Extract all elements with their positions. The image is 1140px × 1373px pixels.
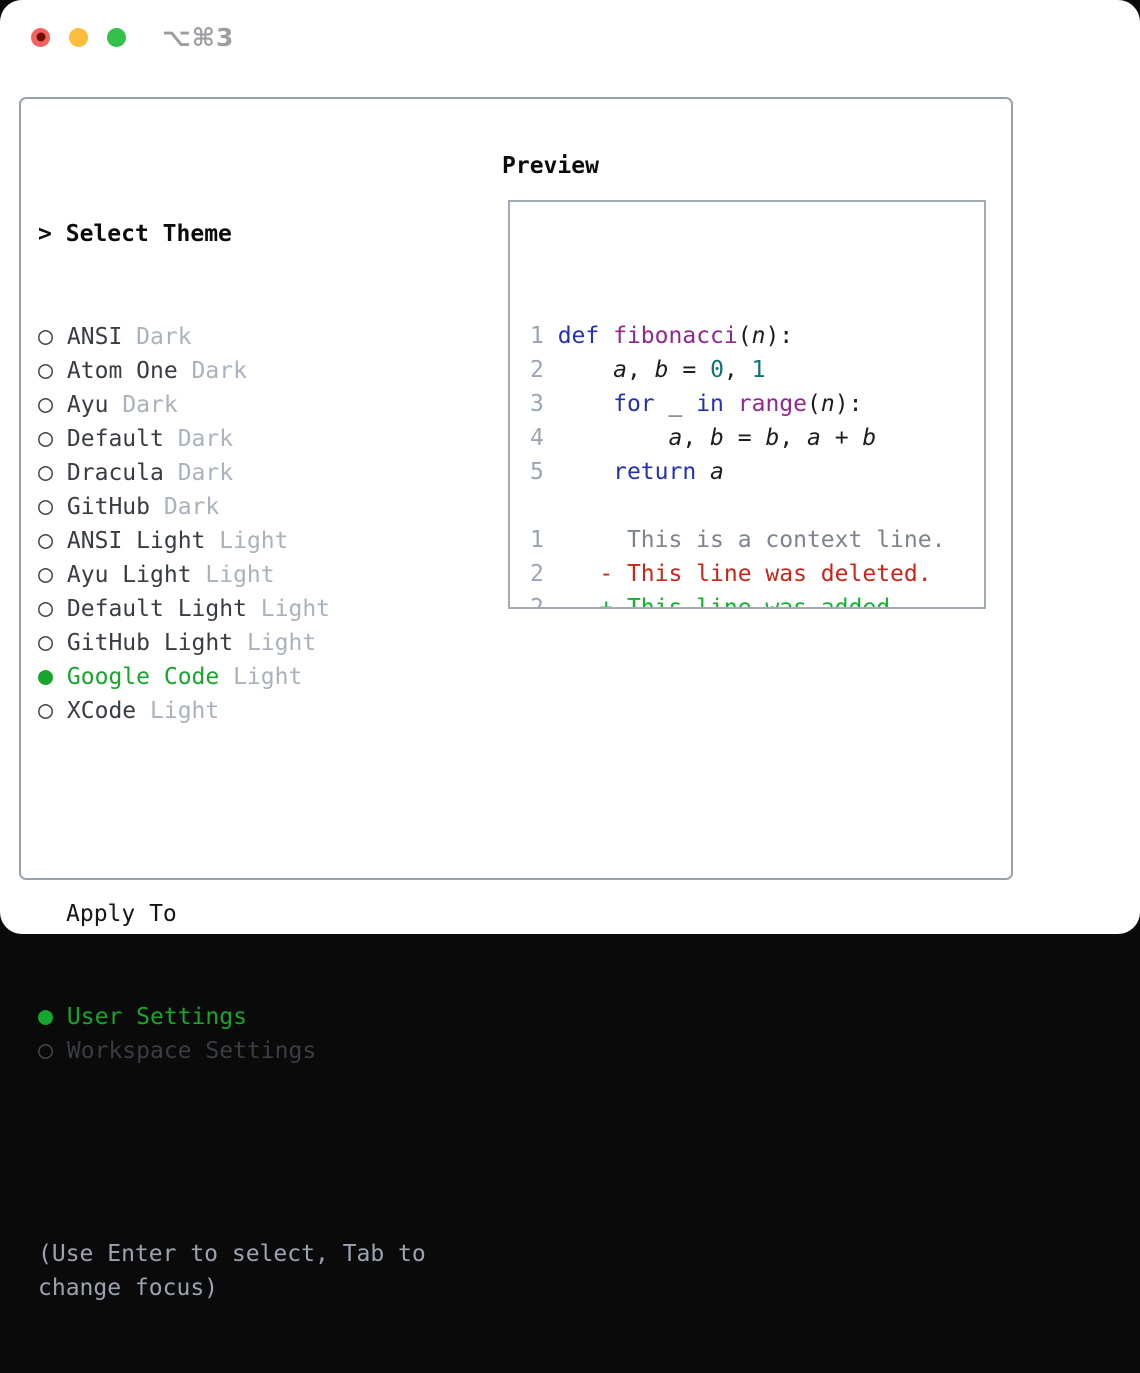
theme-radio-icon: ○ [38, 355, 53, 384]
window-shortcut-label: ⌥⌘3 [162, 23, 234, 52]
theme-variant: Light [136, 698, 219, 724]
code-line: 4 a, b = b, a + b [530, 421, 984, 455]
theme-name: Default [67, 426, 164, 452]
apply-option-user-settings[interactable]: ● User Settings [38, 999, 426, 1033]
theme-name: Default Light [67, 596, 247, 622]
theme-option-google-code[interactable]: ● Google Code Light [38, 659, 426, 693]
theme-list: ○ ANSI Dark○ Atom One Dark○ Ayu Dark○ De… [38, 319, 426, 727]
theme-radio-icon: ○ [38, 559, 53, 588]
apply-radio-icon: ● [38, 1001, 53, 1030]
theme-option-default[interactable]: ○ Default Dark [38, 421, 426, 455]
maximize-button[interactable] [107, 28, 126, 47]
theme-select-column: > Select Theme ○ ANSI Dark○ Atom One Dar… [38, 149, 426, 1373]
apply-to-options: ● User Settings○ Workspace Settings [38, 999, 426, 1067]
code-line: 2 + This line was added. [530, 591, 984, 609]
theme-radio-icon: ○ [38, 457, 53, 486]
help-text-line: change focus) [38, 1271, 426, 1305]
theme-name: ANSI [67, 324, 122, 350]
theme-option-ansi-light[interactable]: ○ ANSI Light Light [38, 523, 426, 557]
code-line [530, 489, 984, 523]
spacer [38, 795, 426, 829]
theme-variant: Dark [150, 494, 219, 520]
help-text-line: (Use Enter to select, Tab to [38, 1237, 426, 1271]
select-theme-header: > Select Theme [38, 217, 426, 251]
preview-header: Preview [502, 149, 599, 183]
theme-name: ANSI Light [67, 528, 205, 554]
theme-radio-icon: ○ [38, 321, 53, 350]
theme-variant: Light [247, 596, 330, 622]
theme-option-atom-one[interactable]: ○ Atom One Dark [38, 353, 426, 387]
theme-name: Ayu Light [67, 562, 192, 588]
code-line: 3 for _ in range(n): [530, 387, 984, 421]
close-dot-icon [36, 33, 45, 42]
theme-variant: Dark [178, 358, 247, 384]
theme-variant: Dark [108, 392, 177, 418]
code-line: 2 - This line was deleted. [530, 557, 984, 591]
theme-radio-icon: ○ [38, 525, 53, 554]
theme-radio-icon: ○ [38, 389, 53, 418]
theme-variant: Dark [164, 460, 233, 486]
theme-option-ayu-light[interactable]: ○ Ayu Light Light [38, 557, 426, 591]
theme-variant: Dark [122, 324, 191, 350]
theme-name: GitHub Light [67, 630, 233, 656]
theme-radio-icon: ● [38, 661, 53, 690]
code-line: 1 This is a context line. [530, 523, 984, 557]
theme-name: Google Code [67, 664, 219, 690]
theme-name: Ayu [67, 392, 109, 418]
theme-option-ansi[interactable]: ○ ANSI Dark [38, 319, 426, 353]
theme-name: XCode [67, 698, 136, 724]
apply-to-title: Apply To [66, 901, 177, 927]
theme-variant: Light [233, 630, 316, 656]
theme-option-dracula[interactable]: ○ Dracula Dark [38, 455, 426, 489]
apply-radio-icon: ○ [38, 1035, 53, 1064]
apply-to-header: Apply To [38, 897, 426, 931]
theme-variant: Light [205, 528, 288, 554]
theme-option-ayu[interactable]: ○ Ayu Dark [38, 387, 426, 421]
theme-radio-icon: ○ [38, 423, 53, 452]
main-panel: > Select Theme ○ ANSI Dark○ Atom One Dar… [19, 97, 1013, 880]
theme-option-github-light[interactable]: ○ GitHub Light Light [38, 625, 426, 659]
apply-option-label: Workspace Settings [67, 1038, 316, 1064]
theme-radio-icon: ○ [38, 593, 53, 622]
app-window: ⌥⌘3 > Select Theme ○ ANSI Dark○ Atom One… [0, 0, 1140, 934]
theme-radio-icon: ○ [38, 695, 53, 724]
theme-variant: Dark [164, 426, 233, 452]
code-line: 2 a, b = 0, 1 [530, 353, 984, 387]
code-line: 1 def fibonacci(n): [530, 319, 984, 353]
theme-option-default-light[interactable]: ○ Default Light Light [38, 591, 426, 625]
spacer [38, 1135, 426, 1169]
theme-variant: Light [192, 562, 275, 588]
theme-radio-icon: ○ [38, 491, 53, 520]
theme-variant: Light [219, 664, 302, 690]
code-line: 5 return a [530, 455, 984, 489]
apply-option-label: User Settings [67, 1004, 247, 1030]
theme-name: Atom One [67, 358, 178, 384]
minimize-button[interactable] [69, 28, 88, 47]
titlebar: ⌥⌘3 [31, 27, 234, 47]
theme-option-github[interactable]: ○ GitHub Dark [38, 489, 426, 523]
apply-option-workspace-settings[interactable]: ○ Workspace Settings [38, 1033, 426, 1067]
select-theme-title: Select Theme [66, 221, 232, 247]
theme-option-xcode[interactable]: ○ XCode Light [38, 693, 426, 727]
close-button[interactable] [31, 28, 50, 47]
theme-radio-icon: ○ [38, 627, 53, 656]
prompt-icon: > [38, 221, 52, 247]
theme-name: Dracula [67, 460, 164, 486]
theme-name: GitHub [67, 494, 150, 520]
